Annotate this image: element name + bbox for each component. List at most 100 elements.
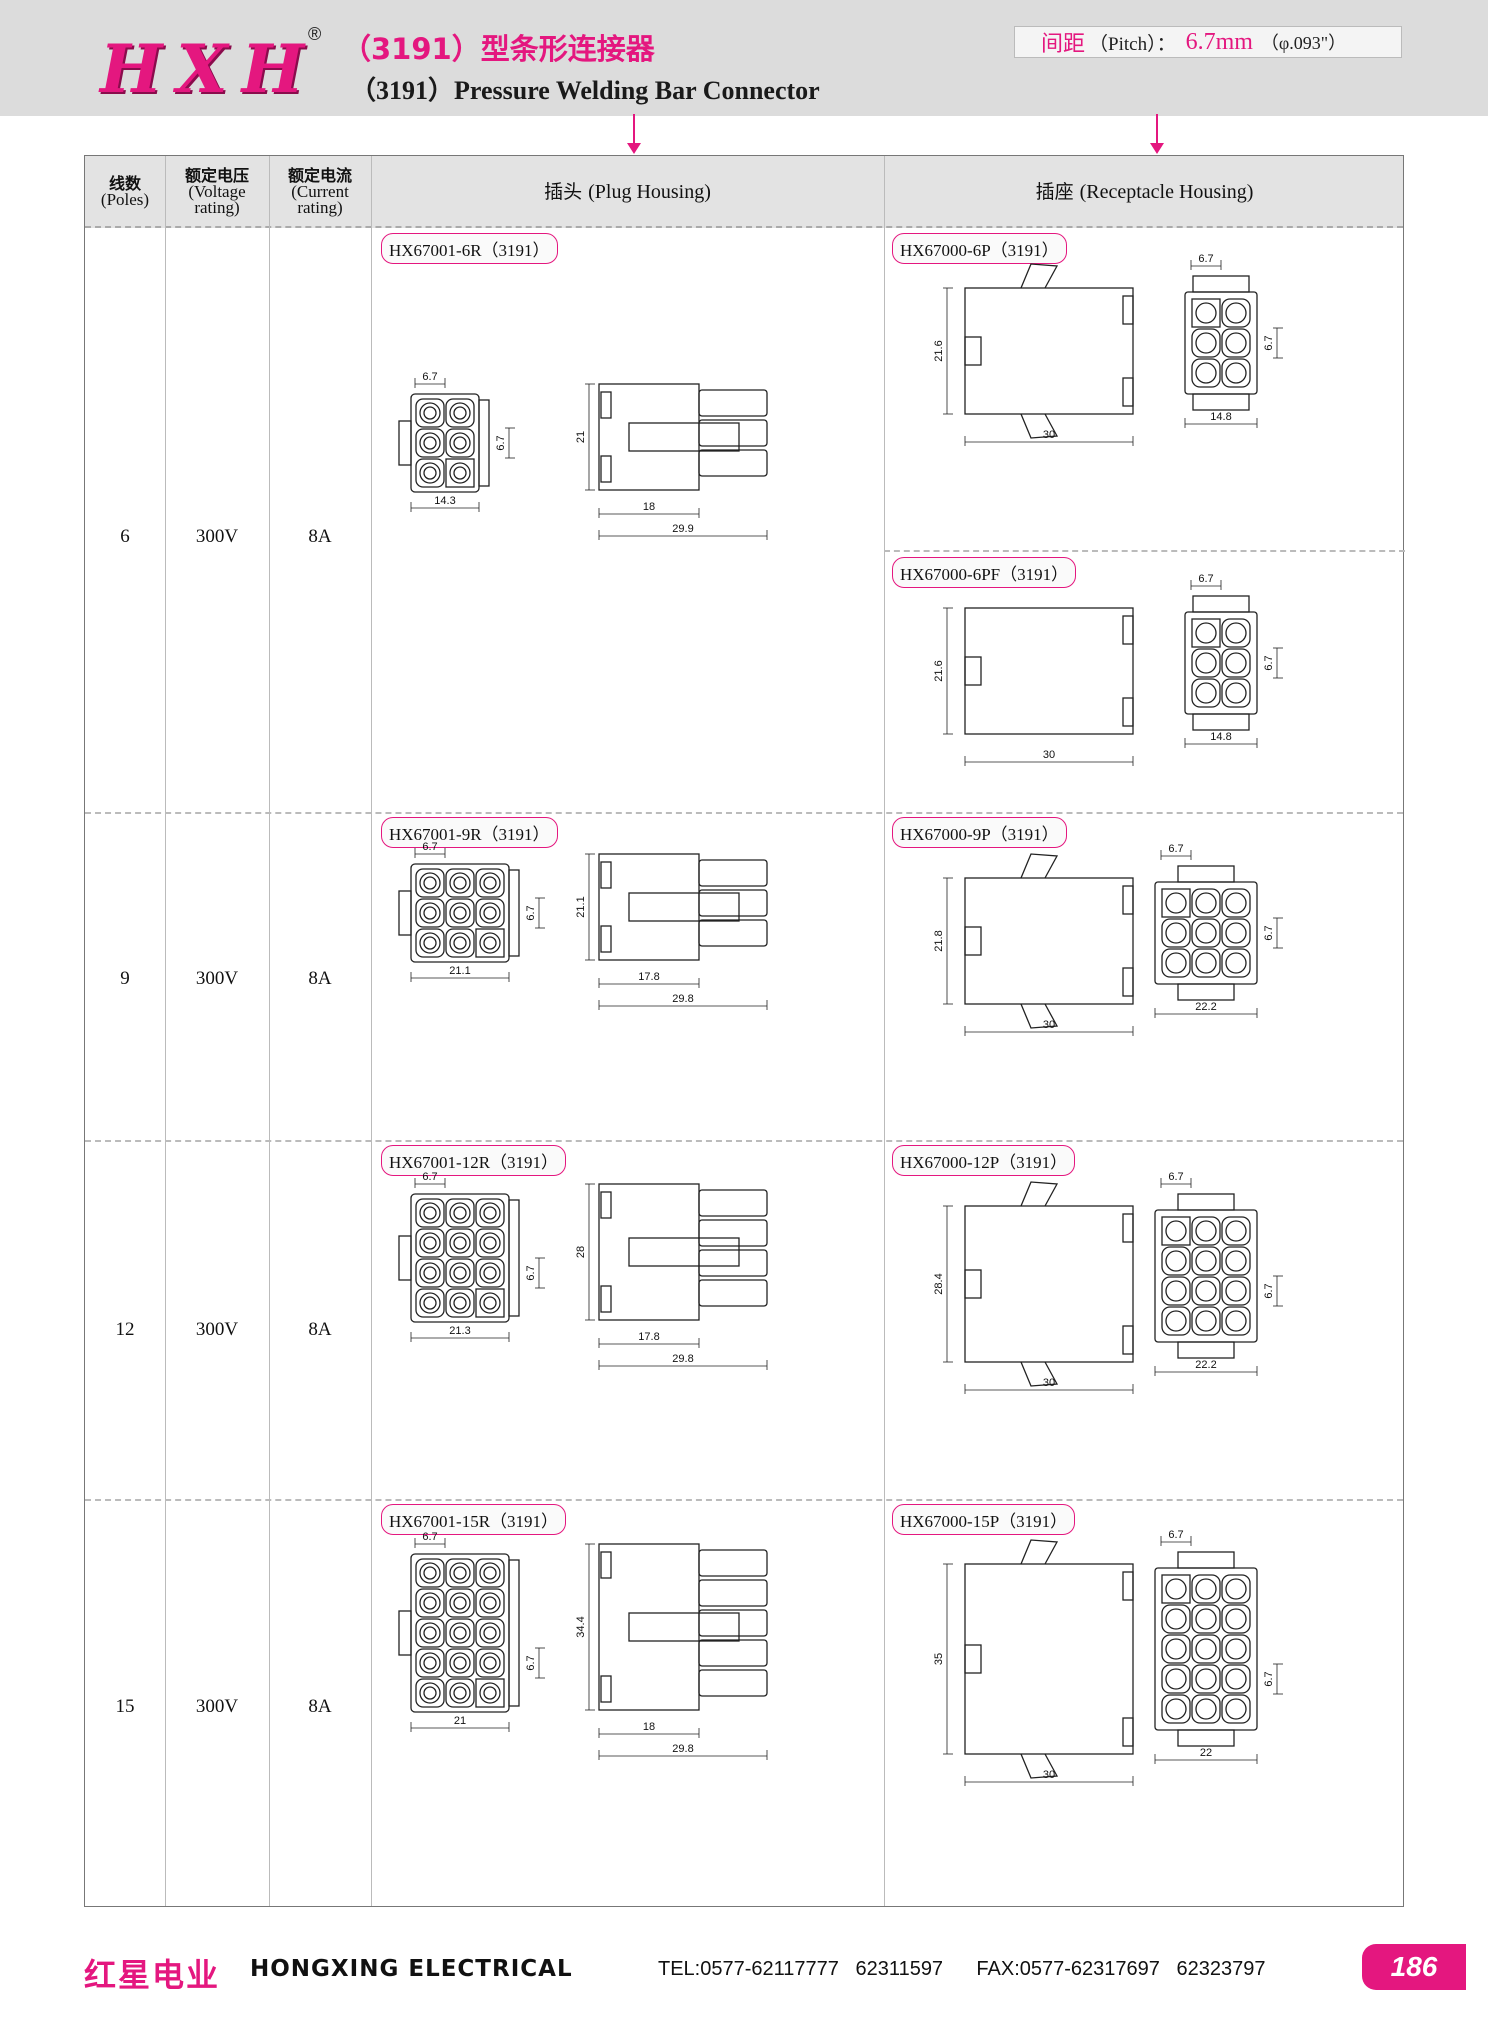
receptacle-front-drawing: 6.722.26.7 — [1154, 1171, 1283, 1376]
dimension-label: 6.7 — [1168, 1529, 1183, 1541]
header-current-en: rating) — [297, 198, 343, 217]
housing-rib — [508, 869, 520, 957]
row-divider — [85, 812, 1403, 814]
pin-hole — [419, 902, 441, 924]
receptacle-cavity — [1191, 678, 1221, 708]
receptacle-cavity — [1161, 1574, 1191, 1604]
receptacle-body — [964, 607, 1134, 735]
cavity — [415, 1288, 445, 1318]
dimension-label: 30 — [1043, 1377, 1055, 1389]
dimension-label: 21.3 — [449, 1325, 470, 1337]
pin-hole-inner — [423, 466, 437, 480]
receptacle-body — [964, 877, 1134, 1005]
receptacle-cavity — [1191, 1574, 1221, 1604]
pin-hole-inner — [453, 1266, 467, 1280]
pin-hole-inner — [483, 876, 497, 890]
cavity — [475, 1228, 505, 1258]
pitch-label-cn: 间距 — [1041, 32, 1086, 57]
pin-socket — [1225, 922, 1247, 944]
receptacle-body — [964, 1205, 1134, 1363]
page-title-en: （3191）Pressure Welding Bar Connector — [350, 76, 820, 105]
side-notch — [600, 391, 612, 419]
pin-hole — [449, 432, 471, 454]
receptacle-cavity — [1161, 1694, 1191, 1724]
cavity — [415, 1588, 445, 1618]
header-plug-cn: 插头 — [544, 181, 583, 203]
dimension-label: 6.7 — [1263, 1283, 1275, 1298]
company-name-cn: 红星电业 — [84, 1956, 221, 1994]
pin-hole-inner — [483, 1566, 497, 1580]
pin-hole-inner — [423, 436, 437, 450]
cavity — [445, 1198, 475, 1228]
housing-outline — [410, 1193, 510, 1323]
header-plug-en: (Plug Housing) — [588, 181, 711, 203]
pin-socket — [1195, 922, 1217, 944]
header-voltage: 额定电压 (Voltage rating) — [165, 156, 269, 228]
receptacle-cavity — [1161, 1634, 1191, 1664]
side-notch — [600, 1191, 612, 1219]
company-name-en: HONGXING ELECTRICAL — [250, 1956, 573, 1982]
header-receptacle-cn: 插座 — [1035, 181, 1074, 203]
pin-socket — [1165, 952, 1187, 974]
pin-hole-inner — [423, 936, 437, 950]
receptacle-cavity — [1221, 358, 1251, 388]
dimension-label: 21.1 — [449, 965, 470, 977]
pin-hole-inner — [423, 1236, 437, 1250]
header-plug: 插头 (Plug Housing) — [371, 156, 884, 228]
side-prong — [698, 1579, 768, 1607]
cavity — [415, 928, 445, 958]
receptacle-cavity — [1161, 948, 1191, 978]
pin-hole — [449, 1682, 471, 1704]
housing-rib — [508, 1559, 520, 1707]
pin-hole-inner — [453, 1236, 467, 1250]
dimension-label: 21.6 — [933, 340, 945, 361]
pin-socket — [1225, 362, 1247, 384]
pin-socket — [1225, 1310, 1247, 1332]
cell-current: 8A — [308, 1319, 332, 1340]
receptacle-cavity — [1221, 918, 1251, 948]
dimension-label: 18 — [643, 1721, 655, 1733]
receptacle-cavity — [1191, 648, 1221, 678]
cell-voltage: 300V — [195, 526, 239, 547]
side-latch — [628, 892, 740, 922]
receptacle-notch — [1122, 615, 1134, 645]
receptacle-cavity — [1191, 1246, 1221, 1276]
column-divider — [371, 156, 372, 1906]
side-notch — [600, 1551, 612, 1579]
pin-socket — [1195, 1578, 1217, 1600]
cavity — [415, 1558, 445, 1588]
pin-socket — [1225, 1250, 1247, 1272]
dimension-label: 6.7 — [422, 841, 437, 853]
side-notch — [600, 455, 612, 483]
pin-hole-inner — [483, 1596, 497, 1610]
pin-hole-inner — [453, 876, 467, 890]
row-divider — [85, 1140, 1403, 1142]
pin-socket — [1225, 622, 1247, 644]
cavity — [445, 1558, 475, 1588]
cavity — [475, 1288, 505, 1318]
pitch-alt-value: （φ.093"） — [1260, 33, 1347, 53]
dimension-label: 30 — [1043, 1769, 1055, 1781]
pin-hole — [419, 1592, 441, 1614]
pin-socket — [1195, 1638, 1217, 1660]
cell-current: 8A — [308, 1696, 332, 1717]
receptacle-cavity — [1191, 1604, 1221, 1634]
cavity — [415, 898, 445, 928]
cavity — [445, 1288, 475, 1318]
pin-socket — [1165, 922, 1187, 944]
pin-hole — [449, 1232, 471, 1254]
pin-hole — [419, 1292, 441, 1314]
receptacle-top-tab — [1177, 1193, 1235, 1211]
pin-hole — [449, 902, 471, 924]
plug-model-tag: HX67001-12R（3191） — [381, 1145, 567, 1176]
receptacle-latch-slot — [964, 926, 982, 956]
pin-hole-inner — [453, 1596, 467, 1610]
dimension-label: 6.7 — [1263, 335, 1275, 350]
side-latch — [628, 1612, 740, 1642]
receptacle-bottom-tab — [1177, 1341, 1235, 1359]
pin-socket — [1195, 1280, 1217, 1302]
pin-hole — [419, 1562, 441, 1584]
